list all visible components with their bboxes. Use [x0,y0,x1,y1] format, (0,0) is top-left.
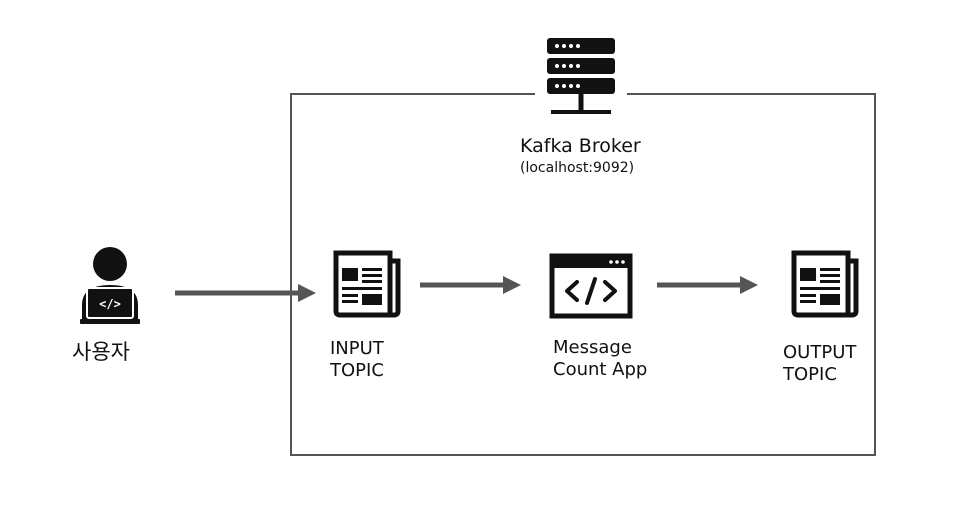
input-topic-line1: INPUT [330,338,384,359]
arrowhead-input-to-app [503,276,521,294]
broker-title: Kafka Broker [520,135,641,157]
newspaper-icon [791,250,859,318]
app-line2: Count App [553,358,648,380]
broker-address: (localhost:9092) [520,160,635,176]
user-label: 사용자 [72,340,130,364]
input-topic-line2: TOPIC [330,359,384,381]
server-icon [535,36,627,120]
input-topic-label: INPUT TOPIC [330,338,384,381]
user-laptop-icon: </> [80,247,140,324]
output-topic-line2: TOPIC [783,363,837,385]
svg-text:</>: </> [99,297,121,311]
arrowhead-user-to-input [298,284,316,302]
output-topic-label: OUTPUT TOPIC [783,342,856,385]
newspaper-icon [333,250,401,318]
app-line1: Message [553,337,632,358]
message-count-app-label: Message Count App [553,337,647,380]
output-topic-line1: OUTPUT [783,342,857,363]
arrowhead-app-to-output [740,276,758,294]
code-window-icon [549,253,633,319]
